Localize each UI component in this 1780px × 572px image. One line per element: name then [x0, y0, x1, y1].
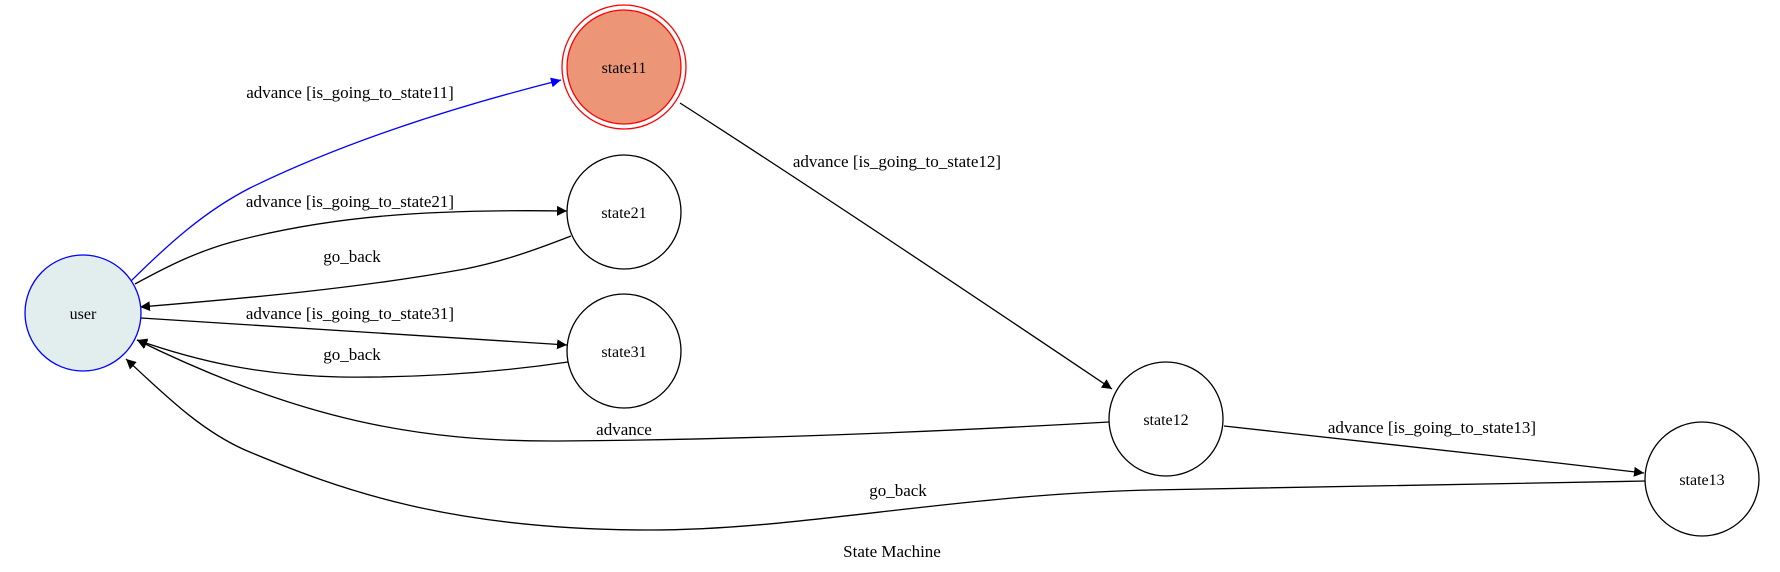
edge-user-to-state11	[125, 77, 562, 287]
edge-state13-to-user	[125, 358, 1647, 531]
edge-user-to-state21	[134, 205, 568, 285]
edge-label-user-to-state11: advance [is_going_to_state11]	[246, 83, 454, 102]
edge-label-state31-to-user: go_back	[323, 345, 381, 364]
node-state31: state31	[566, 293, 682, 409]
node-state11: state11	[561, 4, 687, 130]
node-user: user	[24, 254, 142, 372]
node-state21: state21	[566, 154, 682, 270]
edge-state12-to-user	[136, 339, 1110, 442]
edge-label-state13-to-user: go_back	[869, 481, 927, 500]
node-label-state11: state11	[602, 60, 647, 77]
edge-label-state21-to-user: go_back	[323, 247, 381, 266]
node-state13: state13	[1644, 421, 1760, 537]
nodes: user state11 state21 state31 state12 sta…	[24, 4, 1760, 537]
edge-label-user-to-state21: advance [is_going_to_state21]	[246, 192, 454, 211]
node-label-state21: state21	[601, 205, 646, 222]
edge-state11-to-state12	[679, 102, 1113, 390]
node-state12: state12	[1108, 361, 1224, 477]
node-label-state31: state31	[601, 344, 646, 361]
edge-state21-to-user	[139, 235, 572, 312]
diagram-caption: State Machine	[843, 542, 941, 561]
edge-label-state11-to-state12: advance [is_going_to_state12]	[793, 152, 1001, 171]
node-label-state13: state13	[1679, 472, 1724, 489]
edge-label-state12-to-state13: advance [is_going_to_state13]	[1328, 418, 1536, 437]
edges: advance [is_going_to_state11] advance [i…	[125, 77, 1647, 531]
node-label-user: user	[70, 306, 97, 323]
edge-user-to-state31	[140, 317, 568, 350]
edge-state31-to-user	[136, 338, 569, 378]
edge-state12-to-state13	[1223, 425, 1645, 477]
edge-label-state12-to-user: advance	[596, 420, 652, 439]
node-label-state12: state12	[1143, 412, 1188, 429]
edge-label-user-to-state31: advance [is_going_to_state31]	[246, 304, 454, 323]
